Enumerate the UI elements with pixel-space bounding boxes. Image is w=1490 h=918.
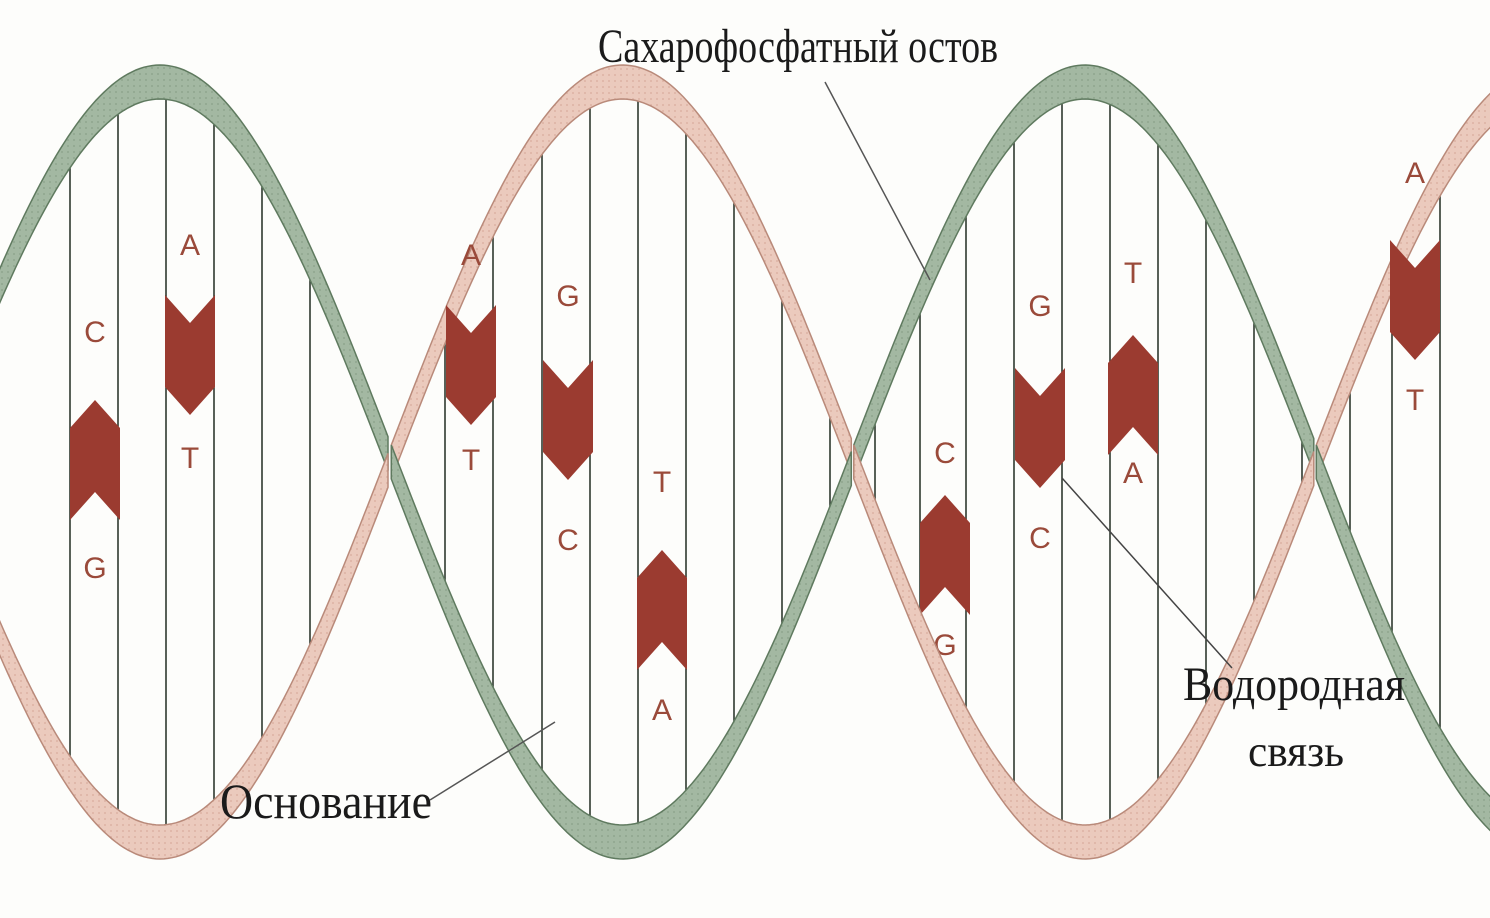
base-letter-top: T — [1124, 257, 1142, 290]
backbone-back — [0, 65, 1490, 479]
base-pair-block — [920, 495, 970, 615]
hbond-label-line2: связь — [1248, 727, 1344, 776]
base-letter-bottom: A — [1123, 457, 1143, 490]
base-pair-block — [637, 550, 687, 670]
base-pair-block — [1108, 335, 1158, 455]
base-letter-top: T — [653, 466, 671, 499]
base-pair-block — [543, 360, 593, 480]
base-pair-block — [1390, 240, 1440, 360]
base-letter-top: A — [180, 229, 200, 262]
base-letter-bottom: G — [83, 552, 106, 585]
base-pair-block — [70, 400, 120, 520]
green-backbone-segment — [1316, 445, 1490, 846]
base-label: Основание — [220, 773, 432, 829]
base-letter-bottom: C — [557, 524, 579, 557]
green-backbone-segment — [854, 65, 1314, 479]
base-letter-top: C — [84, 316, 106, 349]
hbond-label-line1: Водородная — [1183, 658, 1405, 711]
base-letter-top: A — [461, 239, 481, 272]
base-letter-top: A — [1405, 157, 1425, 190]
base-letter-top: G — [556, 280, 579, 313]
base-letter-bottom: T — [462, 444, 480, 477]
pink-backbone-segment — [854, 445, 1314, 859]
base-pair-block — [165, 295, 215, 415]
base-letter-bottom: A — [652, 694, 672, 727]
base-letter-bottom: T — [1406, 384, 1424, 417]
base-letter-top: G — [1028, 290, 1051, 323]
base-letter-bottom: T — [181, 442, 199, 475]
base-pair-block — [1015, 368, 1065, 488]
backbone-pointer-line — [825, 82, 930, 280]
base-letter-top: C — [934, 437, 956, 470]
base-letter-bottom: C — [1029, 522, 1051, 555]
base-pair-block — [446, 305, 496, 425]
backbone-label: Сахарофосфатный остов — [598, 20, 998, 73]
